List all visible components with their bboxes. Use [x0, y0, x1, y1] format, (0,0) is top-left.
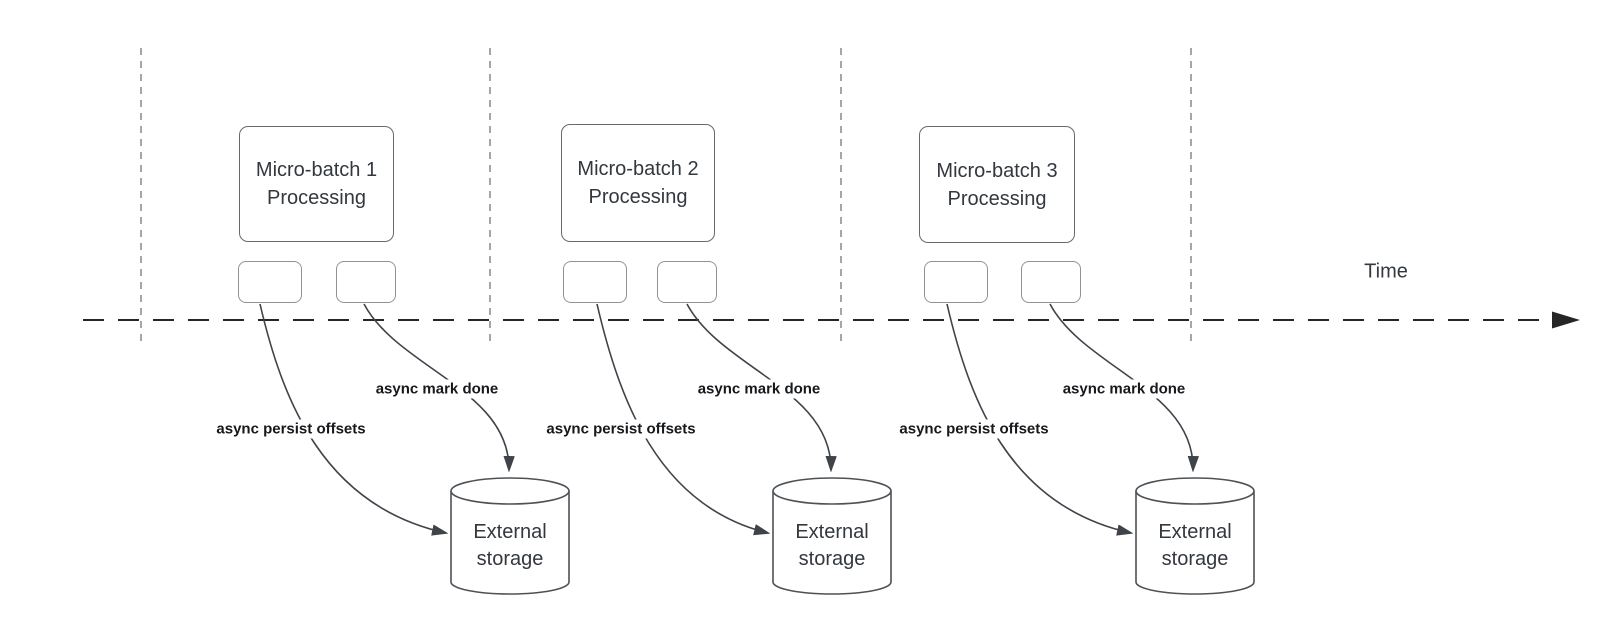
micro-batch-3-processing-box: [919, 126, 1075, 243]
persist-offsets-edge-label-1: async persist offsets: [213, 419, 369, 439]
micro-batch-2-processing-box: [561, 124, 715, 242]
external-storage-label-1: External storage: [473, 521, 547, 570]
micro-batch-1-offset-box: [238, 261, 302, 303]
mark-done-edge-label-2: async mark done: [694, 379, 824, 399]
micro-batch-3-offset-box: [924, 261, 988, 303]
external-storage-label-2: External storage: [795, 521, 869, 570]
micro-batch-3-processing-label: Micro-batch 3 Processing: [936, 159, 1058, 210]
external-storage-label-3: External storage: [1158, 521, 1232, 570]
mark-done-edge-label-3: async mark done: [1059, 379, 1189, 399]
time-axis-arrowhead: [1552, 311, 1580, 329]
external-storage-cylinder-1: [450, 477, 570, 595]
mark-done-edge-label-1: async mark done: [372, 379, 502, 399]
micro-batch-1-processing-box: [239, 126, 394, 242]
micro-batch-1-processing-label: Micro-batch 1 Processing: [255, 159, 378, 209]
micro-batch-1-commit-box: [336, 261, 396, 303]
micro-batch-3-commit-box: [1021, 261, 1081, 303]
micro-batch-2-commit-box: [657, 261, 717, 303]
micro-batch-2-processing-label: Micro-batch 2 Processing: [577, 158, 699, 208]
persist-offsets-arrow-1: [259, 303, 446, 533]
external-storage-cylinder-2: [772, 477, 892, 595]
persist-offsets-edge-label-2: async persist offsets: [543, 419, 699, 439]
persist-offsets-arrow-2: [596, 303, 768, 533]
persist-offsets-edge-label-3: async persist offsets: [896, 419, 1052, 439]
time-axis-label: Time: [1364, 260, 1408, 283]
micro-batch-2-offset-box: [563, 261, 627, 303]
external-storage-cylinder-3: [1135, 477, 1255, 595]
persist-offsets-arrow-3: [946, 303, 1131, 533]
